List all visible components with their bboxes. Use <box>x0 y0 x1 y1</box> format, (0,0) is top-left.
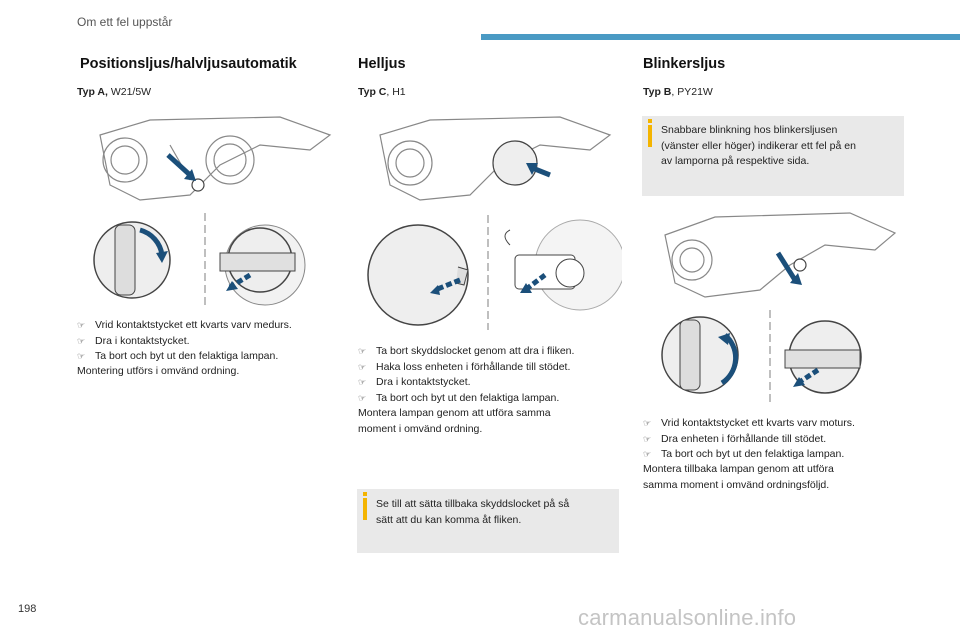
info-icon-bar <box>363 498 367 520</box>
paragraph-col2: Montera lampan genom att utföra samma mo… <box>358 406 551 437</box>
info-note-col2: Se till att sätta tillbaka skyddslocket … <box>357 489 619 553</box>
paragraph-col3: Montera tillbaka lampan genom att utföra… <box>643 462 834 493</box>
list-item: Ta bort och byt ut den felaktiga lampan. <box>358 391 623 407</box>
list-item: Dra i kontaktstycket. <box>77 334 342 350</box>
header-accent-bar <box>481 34 960 40</box>
paragraph-line: moment i omvänd ordning. <box>358 422 483 435</box>
paragraph-line: Montera lampan genom att utföra samma <box>358 407 551 419</box>
section-helljus: Helljus <box>358 56 406 72</box>
note-line: Se till att sätta tillbaka skyddslocket … <box>376 498 570 510</box>
type-value: , PY21W <box>671 86 713 98</box>
type-value: , H1 <box>386 86 406 98</box>
list-item: Vrid kontaktstycket ett kvarts varv motu… <box>643 416 908 432</box>
section-title: Helljus <box>358 56 406 72</box>
note-line: sätt att du kan komma åt fliken. <box>376 513 522 526</box>
list-item: Ta bort och byt ut den felaktiga lampan. <box>643 447 908 463</box>
bulb-type: Typ A, W21/5W <box>77 86 151 98</box>
steps-list-col2: Ta bort skyddslocket genom att dra i fli… <box>358 344 623 406</box>
steps-list-col1: Vrid kontaktstycket ett kvarts varv medu… <box>77 318 342 365</box>
list-item: Ta bort och byt ut den felaktiga lampan. <box>77 349 342 365</box>
list-item: Ta bort skyddslocket genom att dra i fli… <box>358 344 623 360</box>
info-note-col3: Snabbare blinkning hos blinkersljusen (v… <box>642 116 904 196</box>
illustration-headlamp-type-b <box>661 212 897 403</box>
bulb-type: Typ B, PY21W <box>643 86 713 98</box>
info-icon <box>363 492 367 496</box>
section-title: Blinkersljus <box>643 56 726 72</box>
watermark: carmanualsonline.info <box>578 605 797 630</box>
section-blinkersljus: Blinkersljus <box>643 56 725 72</box>
paragraph-line: Montera tillbaka lampan genom att utföra <box>643 463 834 475</box>
section-positionsljus: Positionsljus/halvljusautomatik <box>80 56 297 72</box>
note-line: (vänster eller höger) indikerar ett fel … <box>661 139 856 152</box>
illustration-headlamp-type-a <box>93 116 332 306</box>
type-label: Typ A, <box>77 86 108 98</box>
steps-list-col3: Vrid kontaktstycket ett kvarts varv motu… <box>643 416 908 463</box>
section-title: Positionsljus/halvljusautomatik <box>80 56 297 72</box>
list-item: Dra enheten i förhållande till stödet. <box>643 432 908 448</box>
info-icon-bar <box>648 125 652 147</box>
bulb-type: Typ C, H1 <box>358 86 406 98</box>
type-value: W21/5W <box>107 86 152 98</box>
type-label: Typ B <box>643 86 672 98</box>
illustration-headlamp-type-c <box>367 116 622 330</box>
list-item: Dra i kontaktstycket. <box>358 375 623 391</box>
list-item: Haka loss enheten i förhållande till stö… <box>358 360 623 376</box>
paragraph-line: samma moment i omvänd ordningsföljd. <box>643 478 830 491</box>
paragraph-col1: Montering utförs i omvänd ordning. <box>77 365 240 377</box>
page-number: 198 <box>18 603 37 615</box>
header-title: Om ett fel uppstår <box>77 15 173 29</box>
list-item: Vrid kontaktstycket ett kvarts varv medu… <box>77 318 342 334</box>
note-line: av lamporna på respektive sida. <box>661 155 810 167</box>
type-label: Typ C <box>358 86 387 98</box>
note-line: Snabbare blinkning hos blinkersljusen <box>661 124 838 136</box>
info-icon <box>648 119 652 123</box>
